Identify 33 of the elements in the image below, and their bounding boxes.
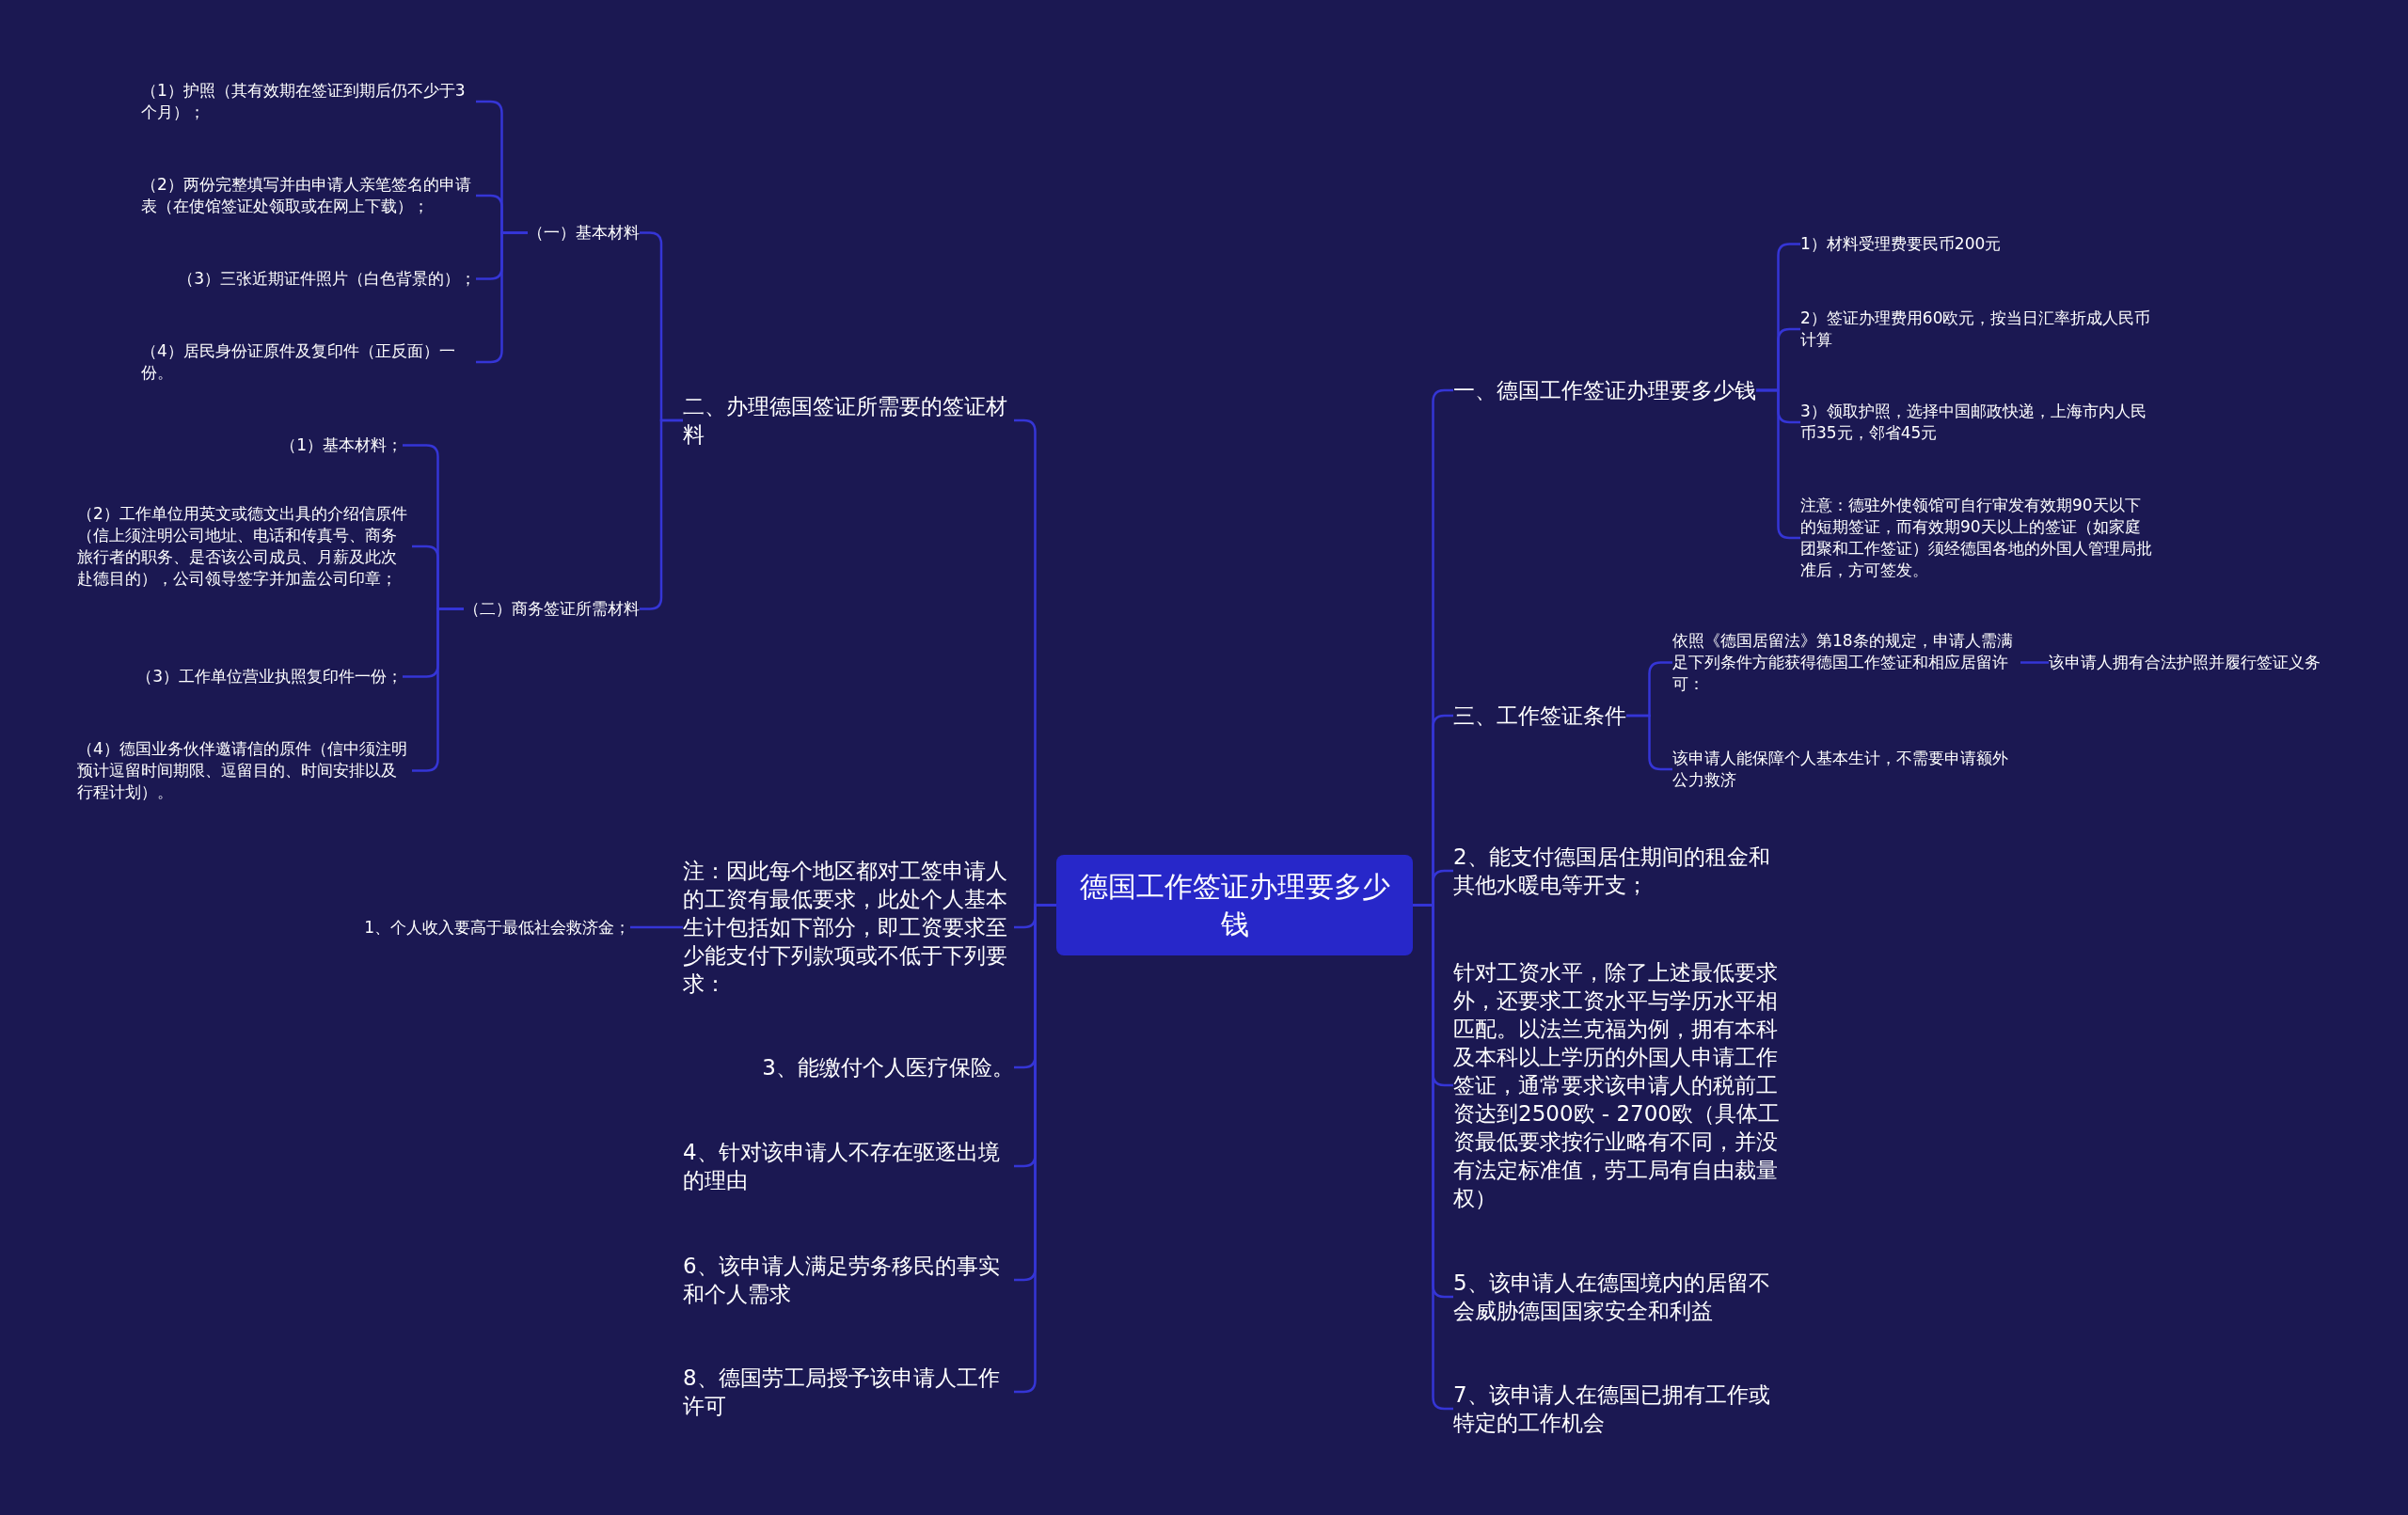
subtopic-text: （4）德国业务伙伴邀请信的原件（信中须注明预计逗留时间期限、逗留目的、时间安排以及行程计划）。 <box>77 738 412 803</box>
subtopic-text: 注意：德驻外使领馆可自行审发有效期90天以下的短期签证，而有效期90天以上的签证（如家庭团聚和工作签证）须经德国各地的外国人管理局批准后，方可签发。 <box>1800 495 2154 581</box>
connector-line <box>2020 661 2049 664</box>
subtopic-text: （1）基本材料； <box>280 434 403 456</box>
subtopic-text: 1）材料受理费要民币200元 <box>1800 233 2002 255</box>
branch-topic: 8、德国劳工局授予该申请人工作许可 <box>683 1364 1014 1420</box>
connector-line <box>630 925 683 929</box>
branch-topic: 4、针对该申请人不存在驱逐出境的理由 <box>683 1138 1014 1194</box>
subtopic-text: （二）商务签证所需材料 <box>464 598 640 620</box>
subtopic-text: 该申请人能保障个人基本生计，不需要申请额外公力救济 <box>1672 748 2020 791</box>
subtopic-text: （一）基本材料 <box>528 222 640 244</box>
branch-topic: 6、该申请人满足劳务移民的事实和个人需求 <box>683 1252 1014 1308</box>
subtopic-text: 依照《德国居留法》第18条的规定，申请人需满足下列条件方能获得德国工作签证和相应居留许可： <box>1672 630 2020 695</box>
subtopic-text: （2）两份完整填写并由申请人亲笔签名的申请表（在使馆签证处领取或在网上下载）； <box>141 174 476 217</box>
subtopic-text: 3）领取护照，选择中国邮政快递，上海市内人民币35元，邻省45元 <box>1800 401 2154 444</box>
branch-topic: 2、能支付德国居住期间的租金和其他水暖电等开支； <box>1453 843 1784 899</box>
subtopic-text: （3）工作单位营业执照复印件一份； <box>136 666 403 687</box>
subtopic-text: 2）签证办理费用60欧元，按当日汇率折成人民币计算 <box>1800 308 2154 351</box>
subtopic-text: 该申请人拥有合法护照并履行签证义务 <box>2049 652 2321 673</box>
subtopic-text: （2）工作单位用英文或德文出具的介绍信原件（信上须注明公司地址、电话和传真号、商务旅行者的职务、是否该公司成员、月薪及此次赴德目的），公司领导签字并加盖公司印章； <box>77 503 412 590</box>
branch-topic: 一、德国工作签证办理要多少钱 <box>1453 376 1756 404</box>
branch-topic: 三、工作签证条件 <box>1453 702 1626 730</box>
subtopic-text: （1）护照（其有效期在签证到期后仍不少于3个月）； <box>141 80 476 123</box>
subtopic-text: （3）三张近期证件照片（白色背景的）； <box>178 268 476 290</box>
branch-topic: 5、该申请人在德国境内的居留不会威胁德国国家安全和利益 <box>1453 1269 1784 1325</box>
branch-topic: 7、该申请人在德国已拥有工作或特定的工作机会 <box>1453 1381 1784 1437</box>
branch-topic: 针对工资水平，除了上述最低要求外，还要求工资水平与学历水平相匹配。以法兰克福为例，拥有本科及本科以上学历的外国人申请工作签证，通常要求该申请人的税前工资达到2500欧 - 2700欧（具体工资最低要求按行业略有不同，并没有法定标准值，劳工局有自由裁量权） <box>1453 958 1784 1212</box>
branch-topic: 3、能缴付个人医疗保险。 <box>762 1053 1014 1081</box>
branch-topic: 注：因此每个地区都对工签申请人的工资有最低要求，此处个人基本生计包括如下部分，即工资要求至少能支付下列款项或不低于下列要求： <box>683 857 1014 998</box>
subtopic-text: （4）居民身份证原件及复印件（正反面）一份。 <box>141 340 476 384</box>
branch-topic: 二、办理德国签证所需要的签证材料 <box>683 392 1014 449</box>
central-topic-box: 德国工作签证办理要多少钱 <box>1056 855 1413 955</box>
subtopic-text: 1、个人收入要高于最低社会救济金； <box>364 917 630 939</box>
